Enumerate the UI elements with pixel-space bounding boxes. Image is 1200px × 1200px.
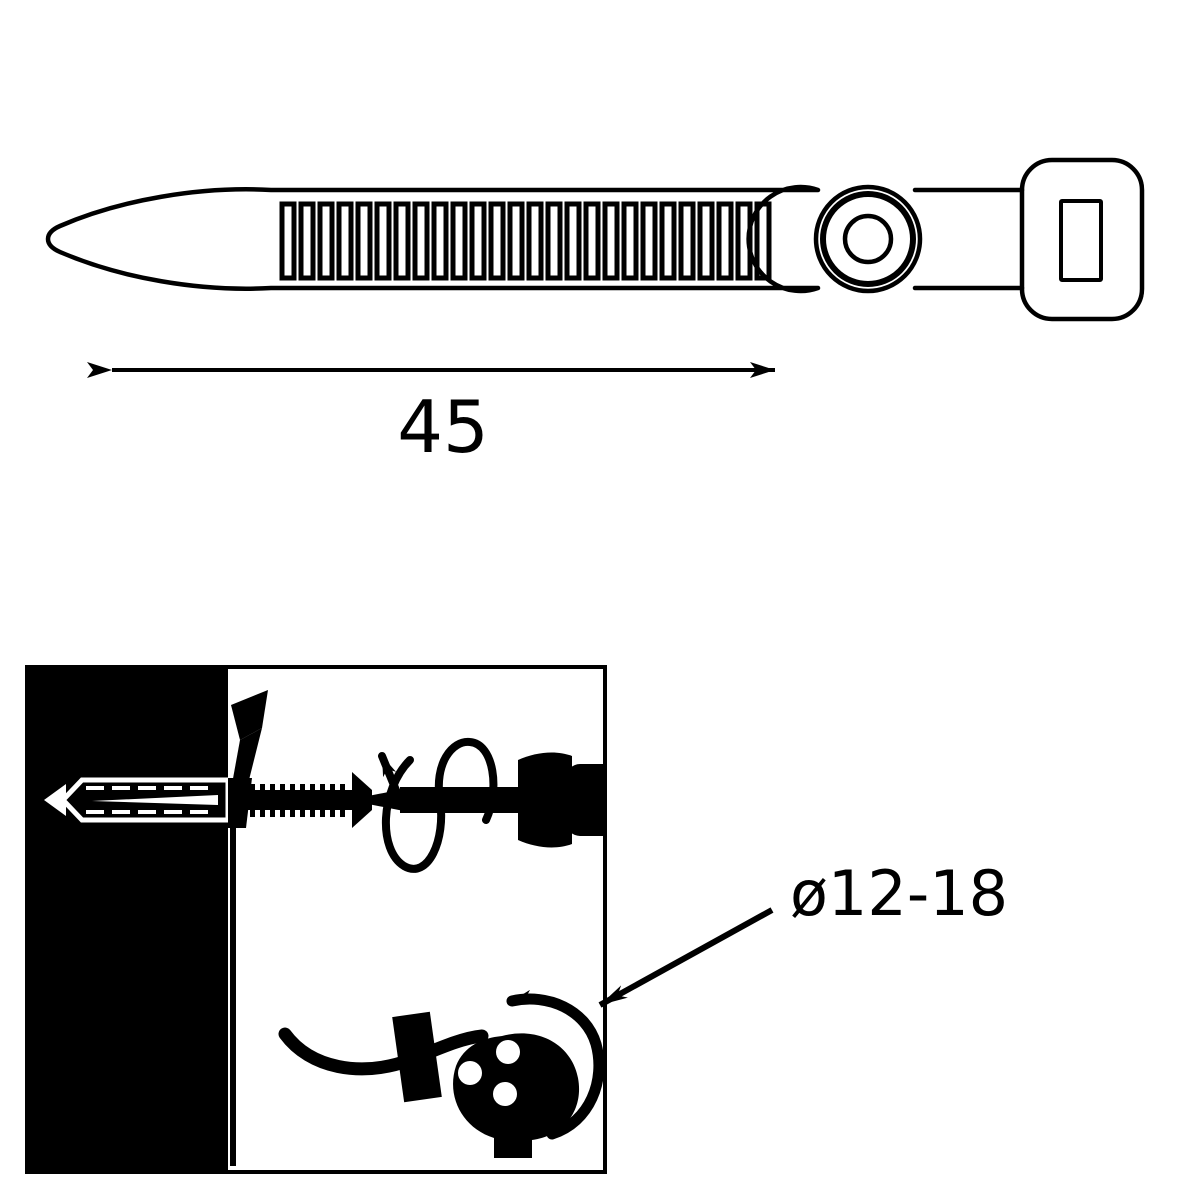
ladder-slot bbox=[507, 201, 525, 281]
ladder-slot bbox=[279, 201, 297, 281]
ladder-slot bbox=[678, 201, 696, 281]
ladder-slot bbox=[545, 201, 563, 281]
screw-thread bbox=[310, 784, 315, 791]
ladder-slot bbox=[317, 201, 335, 281]
ladder-slot bbox=[583, 201, 601, 281]
callout-label: ø12-18 bbox=[790, 857, 1008, 930]
ladder-slot bbox=[393, 201, 411, 281]
screw-thread bbox=[320, 784, 325, 791]
screw-thread bbox=[290, 784, 295, 791]
ladder-slot bbox=[355, 201, 373, 281]
dimension-label: 45 bbox=[397, 385, 489, 469]
rotation-helix-arrow bbox=[378, 737, 498, 873]
ladder-slot bbox=[526, 201, 544, 281]
screw-thread bbox=[330, 784, 335, 791]
screwdriver-shaft bbox=[400, 787, 522, 813]
ladder-slot bbox=[697, 201, 715, 281]
screw-thread bbox=[340, 810, 345, 817]
screw-thread-bottom-group bbox=[240, 810, 345, 817]
screw-thread bbox=[260, 784, 265, 791]
wall-plug-rib-group bbox=[86, 786, 208, 814]
screw-thread bbox=[270, 784, 275, 791]
ladder-slot bbox=[412, 201, 430, 281]
connector-pin-hole bbox=[493, 1082, 517, 1106]
ladder-slot bbox=[431, 201, 449, 281]
screw-thread bbox=[240, 784, 245, 791]
ladder-slot-group bbox=[279, 201, 772, 281]
connector-pin-hole bbox=[496, 1040, 520, 1064]
ladder-slot bbox=[374, 201, 392, 281]
screw-thread bbox=[250, 784, 255, 791]
screwdriver-handle-grip bbox=[566, 764, 605, 836]
screwdriver-handle bbox=[518, 752, 572, 848]
wall-plug-nose-notch bbox=[44, 784, 66, 816]
ladder-slot bbox=[298, 201, 316, 281]
screw-thread bbox=[340, 784, 345, 791]
buckle-tail-body bbox=[1019, 157, 1145, 322]
ladder-slot bbox=[659, 201, 677, 281]
strap-tapered-body bbox=[232, 728, 262, 784]
callout-leader-line bbox=[598, 907, 774, 1008]
ladder-slot bbox=[336, 201, 354, 281]
wall-plug-cavity bbox=[92, 795, 218, 805]
ladder-slot bbox=[469, 201, 487, 281]
ladder-slot bbox=[716, 201, 734, 281]
screw-thread bbox=[320, 810, 325, 817]
ladder-slot bbox=[621, 201, 639, 281]
connector-pin-hole bbox=[458, 1061, 482, 1085]
screw-shank bbox=[236, 790, 354, 810]
screw-thread bbox=[240, 810, 245, 817]
eye-hole bbox=[842, 213, 894, 265]
screw-thread bbox=[280, 784, 285, 791]
eye-inner-ring bbox=[820, 191, 916, 287]
ladder-slot bbox=[488, 201, 506, 281]
ladder-slot bbox=[640, 201, 658, 281]
ladder-slot bbox=[564, 201, 582, 281]
rotation-arrow-circular bbox=[506, 989, 605, 1140]
screw-thread bbox=[310, 810, 315, 817]
screwdriver bbox=[368, 752, 605, 848]
ladder-slot bbox=[735, 201, 753, 281]
cable-clamp-band bbox=[392, 1011, 442, 1103]
ladder-slot bbox=[602, 201, 620, 281]
ladder-slot bbox=[754, 201, 772, 281]
screw-thread bbox=[330, 810, 335, 817]
screw-thread bbox=[290, 810, 295, 817]
screw-head-cone bbox=[352, 772, 372, 828]
screw-thread bbox=[260, 810, 265, 817]
callout-leader bbox=[598, 907, 774, 1008]
cable-tie-top-view bbox=[45, 157, 1145, 322]
screw-thread bbox=[280, 810, 285, 817]
eye-outer-circle bbox=[813, 184, 923, 294]
screw-thread bbox=[250, 810, 255, 817]
screw-thread bbox=[300, 784, 305, 791]
screw-thread-top-group bbox=[240, 784, 345, 791]
strap-lower-leg bbox=[230, 828, 236, 1166]
cable bbox=[278, 1027, 489, 1076]
strap-upper-flap bbox=[231, 690, 268, 740]
helix-loop-front bbox=[382, 737, 498, 873]
screw-thread bbox=[270, 810, 275, 817]
screw-thread bbox=[300, 810, 305, 817]
cable-and-connector bbox=[278, 1011, 588, 1158]
buckle-tail-slot bbox=[1059, 199, 1103, 282]
ladder-slot bbox=[450, 201, 468, 281]
wall-section-fill bbox=[27, 667, 228, 1172]
rotation-arc bbox=[506, 989, 605, 1140]
helix-arrowhead-stem bbox=[378, 752, 404, 804]
screw bbox=[236, 772, 372, 828]
